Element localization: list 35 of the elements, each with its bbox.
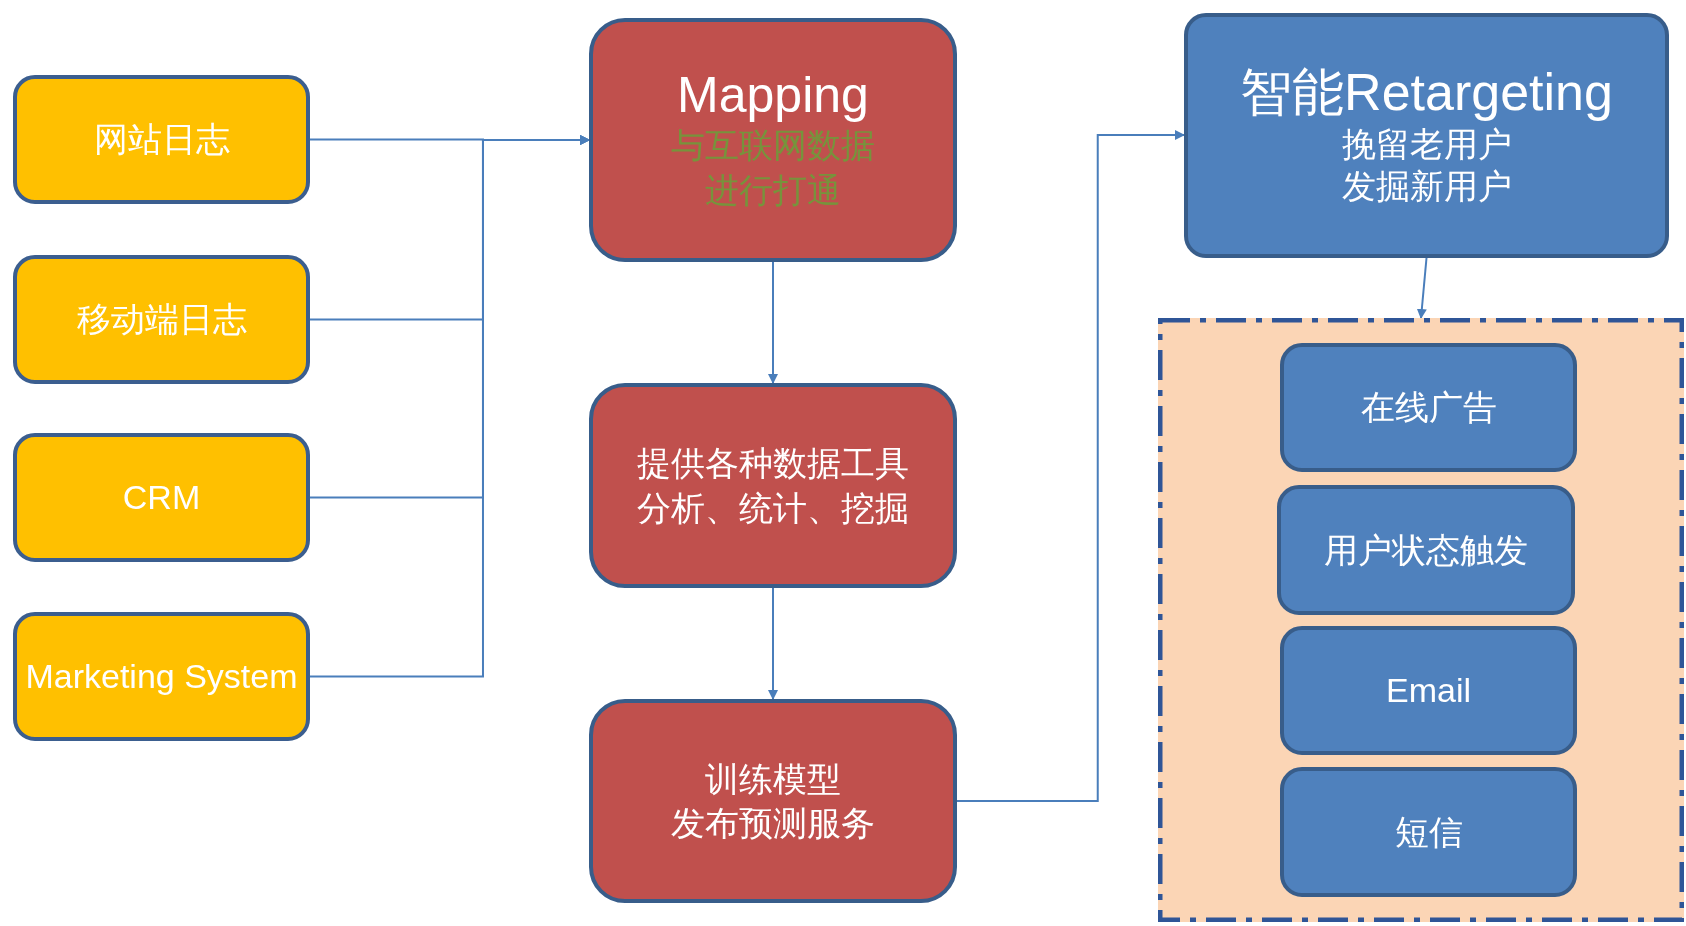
- arrow: [1416, 257, 1428, 319]
- node-text: 智能Retargeting: [1240, 63, 1613, 123]
- node-text: 在线广告: [1360, 387, 1497, 429]
- node-text: 挽留老用户: [1341, 123, 1512, 165]
- process-box: [589, 699, 957, 903]
- node-text: Marketing System: [25, 656, 298, 698]
- process-box: [13, 75, 310, 204]
- process-box: [1277, 485, 1575, 615]
- node-text: 发布预测服务: [671, 803, 875, 844]
- process-box: [13, 255, 310, 384]
- process-box: [589, 383, 957, 588]
- process-box: [1280, 767, 1577, 897]
- arrow: [956, 130, 1185, 802]
- process-box: [13, 433, 310, 562]
- process-box: [1280, 343, 1577, 472]
- node-text: Mapping: [677, 68, 869, 124]
- node-text: 与互联网数据进行打通: [670, 125, 876, 211]
- node-text: 训练模型: [705, 758, 841, 800]
- arrow: [309, 135, 590, 678]
- node-text: 移动端日志: [76, 299, 247, 341]
- arrow: [768, 261, 778, 384]
- node-text: 短信: [1394, 811, 1463, 853]
- process-box: [1184, 13, 1669, 258]
- node-text: 提供各种数据工具: [637, 443, 909, 485]
- node-text: 网站日志: [93, 119, 230, 161]
- node-text: CRM: [122, 477, 201, 519]
- node-text: 分析、统计、挖掘: [637, 487, 909, 529]
- node-text: 用户状态触发: [1324, 529, 1528, 571]
- dashed-group-box: [1158, 318, 1684, 922]
- process-box: [589, 18, 957, 262]
- node-text: Email: [1386, 670, 1471, 712]
- process-box: [13, 612, 310, 741]
- arrow: [768, 587, 778, 700]
- node-text: 发掘新用户: [1341, 166, 1512, 208]
- process-box: [1280, 626, 1577, 755]
